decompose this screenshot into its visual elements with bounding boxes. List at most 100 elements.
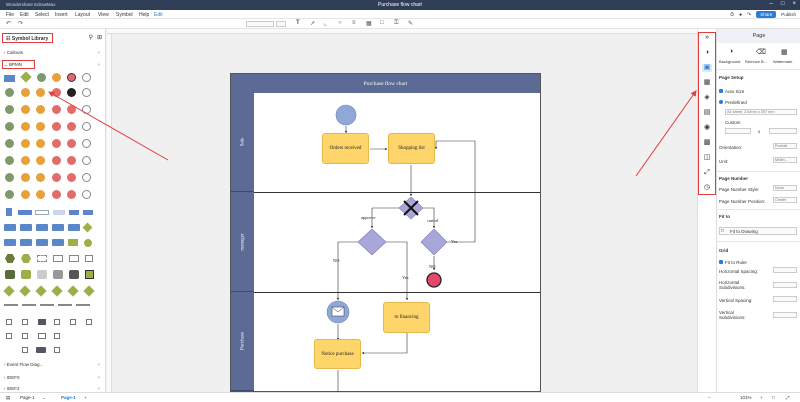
hexagon-shape[interactable]	[21, 254, 31, 263]
marker-shape[interactable]	[70, 319, 76, 325]
add-library-icon[interactable]: ⊞	[96, 35, 102, 41]
page-icon[interactable]: ▣	[702, 64, 712, 72]
lane-shape[interactable]	[18, 210, 32, 215]
menu-select[interactable]: Select	[35, 12, 49, 18]
event-shape[interactable]	[21, 105, 30, 114]
fill-icon[interactable]: ◑	[704, 49, 710, 56]
task-shape[interactable]	[52, 224, 64, 231]
minimize-icon[interactable]: –	[769, 1, 773, 7]
event-shape[interactable]	[67, 173, 76, 182]
database-shape[interactable]	[21, 270, 31, 279]
align-icon[interactable]: ≡	[352, 20, 356, 26]
collapse-panel-icon[interactable]: »	[705, 34, 709, 41]
signal-event-shape[interactable]	[36, 88, 45, 97]
task-notice-purchase[interactable]: Notice purchase	[314, 339, 361, 369]
task-shape[interactable]	[20, 239, 32, 246]
history-icon[interactable]: ◷	[703, 184, 711, 191]
event-shape[interactable]	[5, 173, 14, 182]
marker-shape[interactable]	[22, 319, 28, 325]
category-event-flow[interactable]: › Event Flow Diag...×	[0, 360, 106, 369]
gateway-shape[interactable]	[35, 285, 47, 297]
horizontal-subdivisions-input[interactable]	[773, 282, 797, 288]
font-size-select[interactable]	[276, 21, 286, 27]
event-outline-shape[interactable]	[82, 139, 91, 148]
share-icon[interactable]: ↷	[747, 11, 752, 18]
gateway-shape[interactable]	[82, 222, 93, 233]
intermediate-event-shape[interactable]	[52, 73, 61, 82]
task-shopping-list[interactable]: Shopping list	[388, 133, 435, 164]
close-category-icon[interactable]: ×	[97, 362, 100, 367]
fit-to-ruler-checkbox[interactable]	[719, 260, 723, 264]
event-shape[interactable]	[21, 156, 30, 165]
connector-tool-icon[interactable]: ⌞	[324, 21, 327, 27]
menu-edit[interactable]: Edit	[20, 12, 29, 18]
event-outline-shape[interactable]	[82, 122, 91, 131]
close-category-icon[interactable]: ×	[97, 375, 100, 380]
annotation-shape[interactable]	[85, 255, 93, 262]
data-object-shape[interactable]	[6, 208, 12, 216]
annotation-shape[interactable]	[37, 255, 47, 262]
orientation-select[interactable]: Portrait	[773, 143, 797, 149]
vertical-subdivisions-input[interactable]	[773, 312, 797, 318]
marker-shape[interactable]	[86, 319, 92, 325]
layers-icon[interactable]: ◈	[704, 94, 710, 101]
close-category-icon[interactable]: ×	[97, 50, 100, 55]
category-bpmn[interactable]: ⌄ BPMN×	[0, 60, 106, 69]
shape-tool-icon[interactable]: ○	[338, 20, 342, 26]
format-painter-icon[interactable]: ✎	[408, 21, 414, 27]
menu-symbol[interactable]: Symbol	[116, 12, 133, 18]
menu-view[interactable]: View	[98, 12, 109, 18]
remove-background-button[interactable]: Remove B...	[745, 59, 768, 64]
envelope-shape[interactable]	[38, 319, 46, 325]
menu-edit-tab[interactable]: Edit	[154, 12, 163, 18]
gateway-shape[interactable]	[20, 71, 32, 83]
association-shape[interactable]	[40, 304, 54, 306]
task-shape[interactable]	[4, 75, 15, 82]
pool-title[interactable]: Purchase flow chart	[231, 74, 540, 93]
auto-size-checkbox[interactable]	[719, 89, 723, 93]
close-category-icon[interactable]: ×	[97, 386, 100, 391]
hexagon-shape[interactable]	[5, 254, 15, 263]
subprocess-shape[interactable]	[69, 210, 79, 215]
gateway-shape[interactable]	[19, 285, 31, 297]
publish-button[interactable]: Publish	[781, 12, 796, 17]
grid-icon[interactable]: ▦	[703, 79, 711, 86]
event-shape[interactable]	[5, 139, 14, 148]
event-shape[interactable]	[67, 105, 76, 114]
background-button[interactable]: Background	[719, 59, 741, 64]
zoom-out-icon[interactable]: −	[708, 395, 711, 400]
pool-shape[interactable]	[53, 210, 65, 215]
pointer-tool-icon[interactable]: ↗	[310, 21, 316, 27]
category-idef2[interactable]: › IDEF2×	[0, 384, 106, 393]
event-shape[interactable]	[52, 122, 61, 131]
active-page-tab[interactable]: Page-1	[61, 395, 76, 400]
redo-icon[interactable]: ↷	[18, 21, 24, 27]
event-outline-shape[interactable]	[82, 173, 91, 182]
event-outline-shape[interactable]	[82, 105, 91, 114]
gateway-shape[interactable]	[51, 285, 63, 297]
event-shape[interactable]	[5, 122, 14, 131]
gateway-shape[interactable]	[83, 285, 95, 297]
close-icon[interactable]: ×	[792, 1, 796, 7]
fullscreen-icon[interactable]: ⤢	[786, 395, 790, 400]
event-shape[interactable]	[67, 190, 76, 199]
background-icon[interactable]: ◑	[729, 48, 734, 55]
gateway-shape[interactable]	[84, 239, 92, 247]
event-outline-shape[interactable]	[82, 190, 91, 199]
start-event-shape[interactable]	[37, 73, 46, 82]
event-shape[interactable]	[21, 190, 30, 199]
database-shape[interactable]	[53, 270, 63, 279]
menu-layout[interactable]: Layout	[75, 12, 91, 18]
marker-shape[interactable]	[54, 347, 60, 353]
end-event-shape[interactable]	[67, 73, 76, 82]
event-shape[interactable]	[5, 190, 14, 199]
gateway-shape[interactable]	[3, 285, 15, 297]
menu-help[interactable]: Help	[139, 12, 150, 18]
event-outline-shape[interactable]	[82, 156, 91, 165]
event-shape[interactable]	[21, 173, 30, 182]
vertical-spacing-input[interactable]	[773, 296, 797, 302]
timer-event-shape[interactable]	[5, 88, 14, 97]
category-callouts[interactable]: › Callouts×	[0, 48, 106, 57]
page-number-position-select[interactable]: Center	[773, 197, 797, 203]
event-outline-shape[interactable]	[82, 73, 91, 82]
